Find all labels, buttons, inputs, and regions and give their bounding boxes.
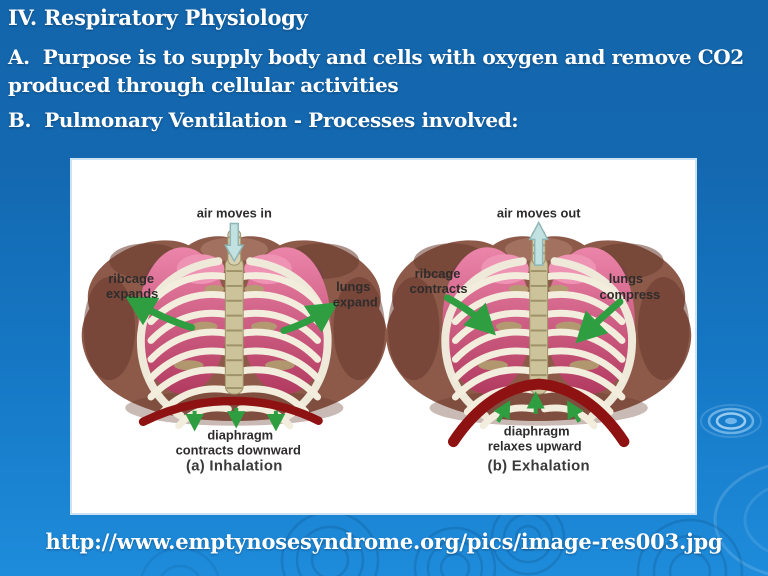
panel-exhalation: air moves out ribcage contracts lungs co… [386,206,691,474]
ribcage-label-line1: ribcage [108,271,154,286]
lungs-label-line2: compress [599,287,660,302]
ripple-light-arc [713,464,768,576]
ribcage-expand-arrow-left-icon [124,295,196,332]
panel-caption: (b) Exhalation [487,458,589,474]
air-label: air moves out [497,206,581,221]
diaphragm-arc [138,396,323,426]
lungs-compress-arrow-right-icon [575,298,624,344]
lungs-label-line1: lungs [336,279,370,294]
slide-heading: IV. Respiratory Physiology [8,5,308,30]
bullet-point-b: B. Pulmonary Ventilation - Processes inv… [8,108,519,132]
air-label: air moves in [197,206,272,221]
air-in-arrow-icon [224,222,245,263]
lungs-label-line1: lungs [609,271,643,286]
diaphragm-label-line1: diaphragm [504,424,570,439]
bullet-a-line-1: A. Purpose is to supply body and cells w… [8,45,744,69]
figure-image: air moves in ribcage expands lungs expan… [70,158,697,515]
bullet-a-line-2: produced through cellular activities [8,73,399,97]
diaphragm-up-arrows [493,391,584,423]
ribcage-label-line2: expands [106,286,158,301]
panel-inhalation: air moves in ribcage expands lungs expan… [82,206,387,474]
diaphragm-down-arrows [185,407,286,432]
lungs-label-line2: expand [333,295,378,310]
bullet-point-a: A. Purpose is to supply body and cells w… [8,43,744,99]
air-out-arrow-icon [528,220,549,266]
ribcage-label-line2: contracts [410,281,468,296]
ribcage-contract-arrow-left-icon [443,294,496,336]
ripple-small-light [700,404,762,438]
panel-caption: (a) Inhalation [186,458,283,474]
diaphragm-label-line2: relaxes upward [488,439,582,454]
ripples-dark-bottom [140,500,744,576]
diaphragm-label-line1: diaphragm [207,428,273,443]
diaphragm-arc [447,378,630,448]
respiration-diagram: air moves in ribcage expands lungs expan… [72,206,695,474]
source-url: http://www.emptynosesyndrome.org/pics/im… [45,529,723,554]
ribcage-label-line1: ribcage [415,266,461,281]
lungs-expand-arrow-right-icon [280,302,339,335]
diaphragm-label-line2: contracts downward [176,442,301,457]
